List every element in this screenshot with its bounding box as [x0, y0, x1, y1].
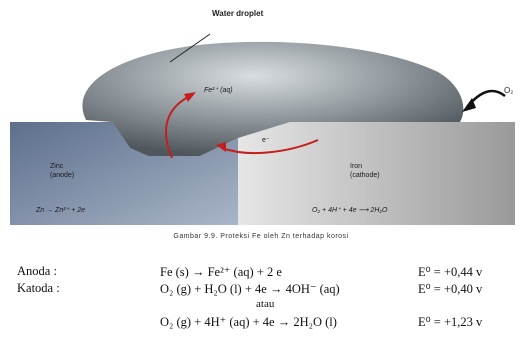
- zinc-block: [10, 122, 238, 225]
- anode-label: Anoda :: [17, 264, 57, 278]
- figure-caption: Gambar 9.9. Proteksi Fe oleh Zn terhadap…: [173, 233, 349, 240]
- o2-label: O₂: [504, 86, 513, 95]
- electron-arrow: [221, 139, 319, 155]
- ion-arrow: [165, 95, 191, 159]
- fe2-ion-label: Fe²⁺ (aq): [204, 87, 233, 94]
- corrosion-diagram: Water droplet O₂ Fe²⁺ (aq) e⁻ Zinc (anod…: [10, 9, 515, 225]
- cathode-label: Katoda :: [17, 281, 60, 295]
- anode-reaction-label: Zn → Zn²⁺ + 2e: [35, 207, 85, 214]
- cathode-potential-1: E⁰ = +0,40 v: [418, 282, 483, 296]
- water-droplet-pointer: [169, 33, 211, 63]
- water-droplet-label: Water droplet: [212, 9, 264, 18]
- water-droplet: [82, 41, 464, 156]
- anode-equation: Fe (s) → Fe²⁺ (aq) + 2 e: [160, 265, 282, 279]
- o2-arrowhead: [462, 98, 476, 112]
- cathode-equation-1: O₂ (g) + H₂O (l) + 4e → 4OH⁻ (aq): [160, 282, 340, 296]
- electron-label: e⁻: [262, 137, 270, 144]
- or-label: atau: [256, 298, 275, 310]
- iron-sublabel: (cathode): [350, 172, 380, 179]
- anode-potential: E⁰ = +0,44 v: [418, 265, 483, 279]
- ion-arrowhead: [184, 92, 196, 102]
- zinc-sublabel: (anode): [50, 172, 74, 179]
- cathode-equation-2: O₂ (g) + 4H⁺ (aq) + 4e → 2H₂O (l): [160, 315, 337, 329]
- cathode-reaction-label: O₂ + 4H⁺ + 4e ⟶ 2H₂O: [312, 207, 388, 214]
- iron-block: [238, 122, 515, 225]
- cathode-potential-2: E⁰ = +1,23 v: [418, 315, 483, 329]
- iron-label: Iron: [350, 163, 362, 170]
- electron-arrowhead: [216, 142, 226, 152]
- zinc-label: Zinc: [50, 163, 64, 170]
